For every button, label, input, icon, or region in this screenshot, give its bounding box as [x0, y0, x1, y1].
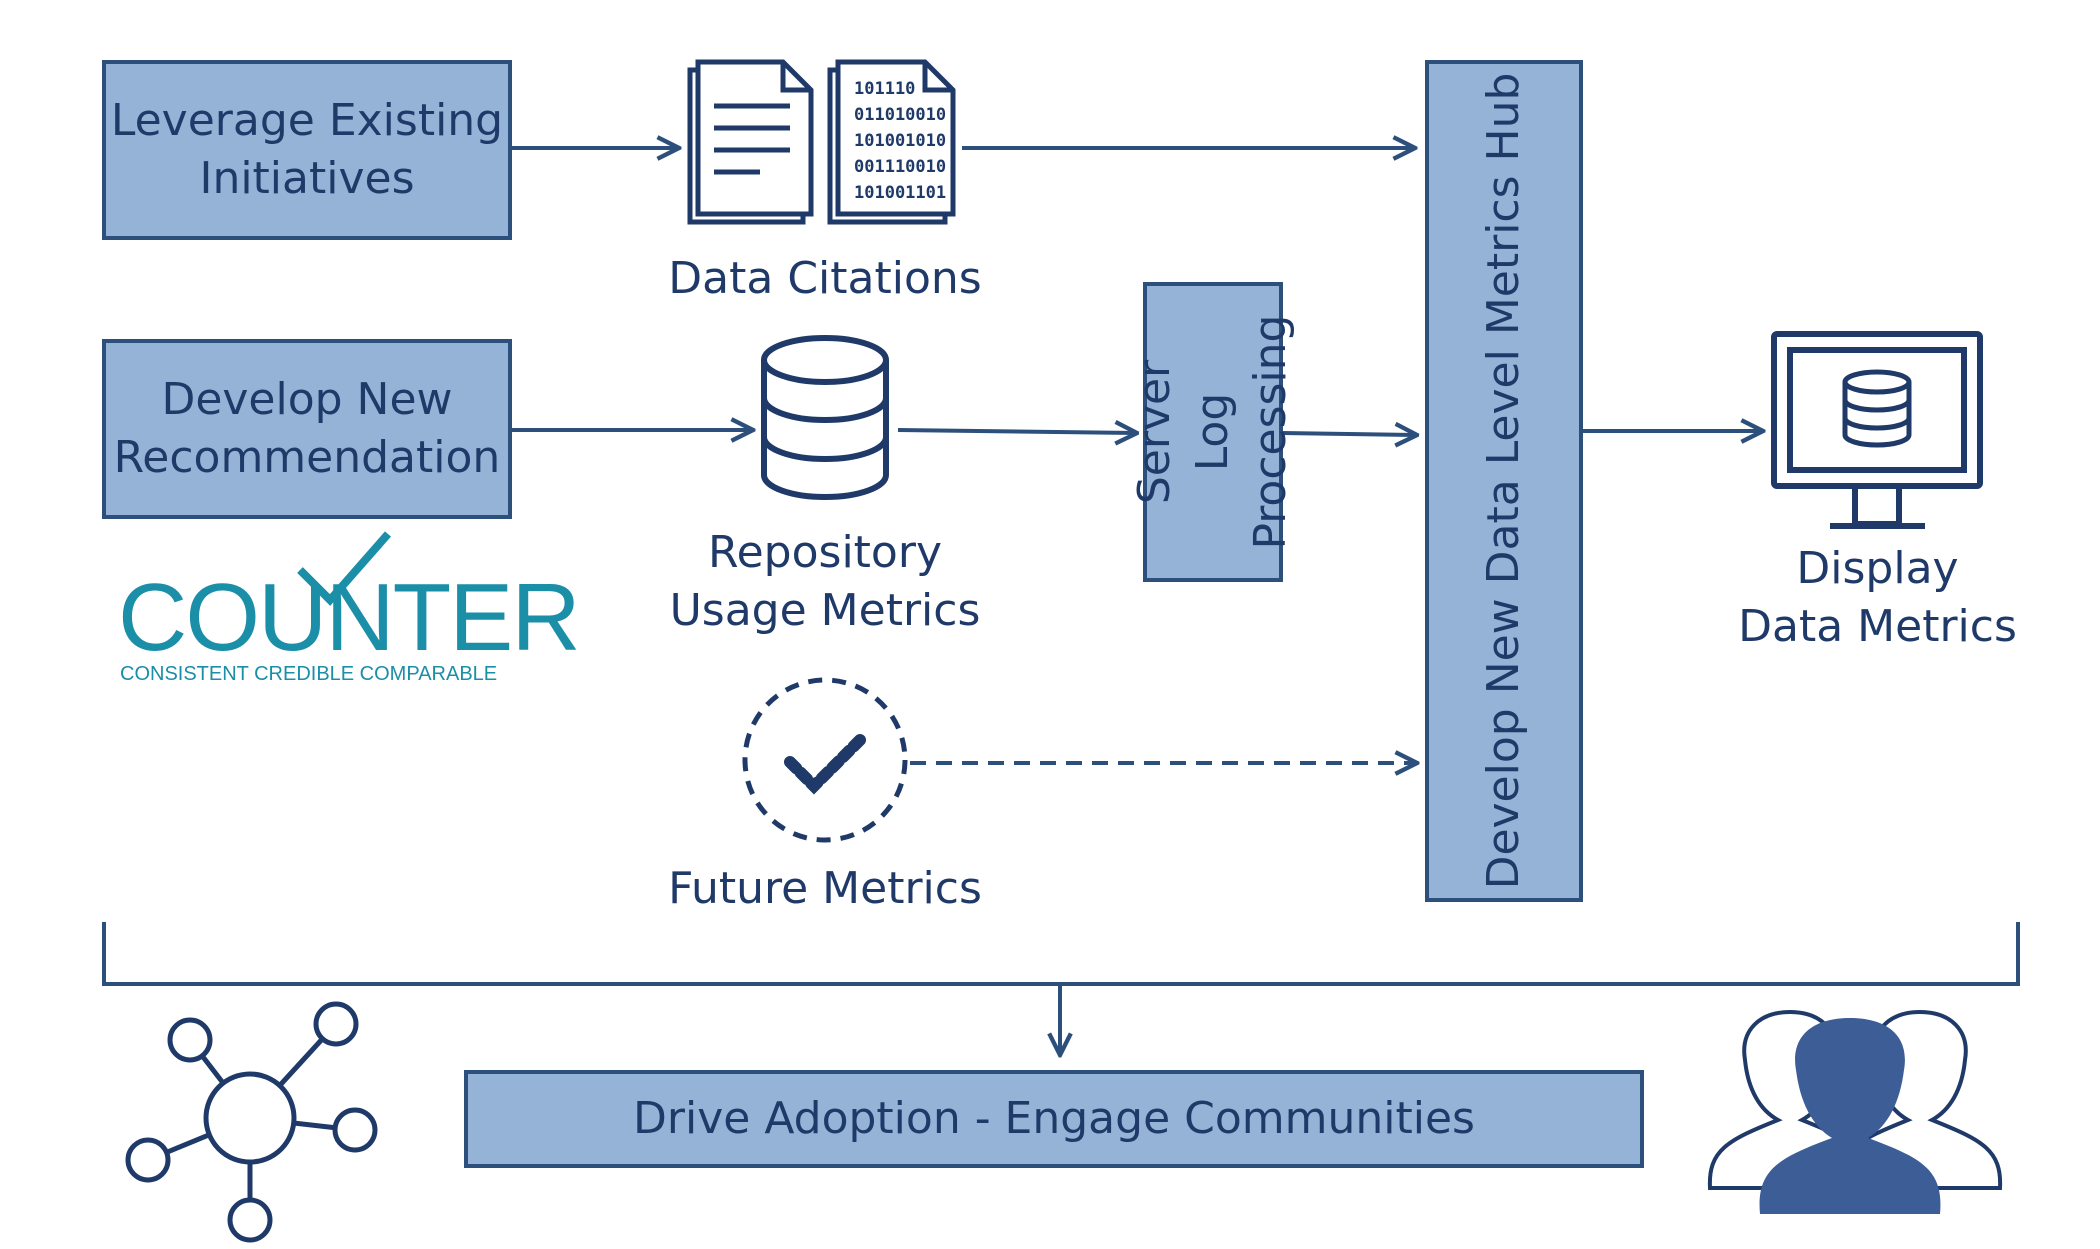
leverage-existing-initiatives-box: Leverage Existing Initiatives: [102, 60, 512, 240]
people-icon: [1707, 1009, 2003, 1214]
drive-adoption-box: Drive Adoption - Engage Communities: [464, 1070, 1644, 1168]
document-icon: [687, 59, 814, 225]
display-data-metrics-label: Display Data Metrics: [1738, 543, 2017, 653]
future-metrics-label: Future Metrics: [668, 863, 982, 914]
counter-logo-tagline: CONSISTENT CREDIBLE COMPARABLE: [120, 663, 497, 685]
arrow-repository-to-serverlog: [897, 430, 1136, 433]
binary-line-3: 101001010: [854, 131, 946, 151]
repository-usage-metrics-label: Repository Usage Metrics: [669, 527, 981, 637]
logo-checkmark: [297, 531, 392, 606]
counter-logo: COUNTER CONSISTENT CREDIBLE COMPARABLE: [118, 531, 581, 685]
leverage-box-text: Leverage Existing Initiatives: [110, 94, 504, 204]
develop-new-recommendation-box: Develop New Recommendation: [102, 339, 512, 519]
binary-line-1: 101110: [854, 79, 915, 99]
network-icon: [125, 1001, 378, 1243]
binary-line-4: 001110010: [854, 157, 946, 177]
binary-line-5: 101001101: [854, 183, 946, 203]
server-log-processing-box: Server Log Processing: [1129, 282, 1296, 582]
binary-line-2: 011010010: [854, 105, 946, 125]
monitor-database-icon: [1771, 331, 1983, 529]
develop-rec-box-text: Develop New Recommendation: [113, 373, 501, 483]
metrics-hub-box: Develop New Data Level Metrics Hub: [1425, 60, 1583, 902]
server-log-text: Server Log Processing: [1128, 314, 1297, 550]
database-icon: [761, 335, 889, 500]
bottom-bracket: [102, 922, 2020, 986]
metrics-hub-text: Develop New Data Level Metrics Hub: [1477, 72, 1529, 890]
dashed-check-icon: [742, 677, 908, 843]
arrow-serverlog-to-hub: [1281, 433, 1416, 435]
arrows: [102, 148, 2020, 1054]
drive-adoption-text: Drive Adoption - Engage Communities: [633, 1092, 1475, 1144]
data-citations-label: Data Citations: [668, 253, 982, 304]
binary-file-icon: 101110 011010010 101001010 001110010 101…: [827, 59, 956, 225]
